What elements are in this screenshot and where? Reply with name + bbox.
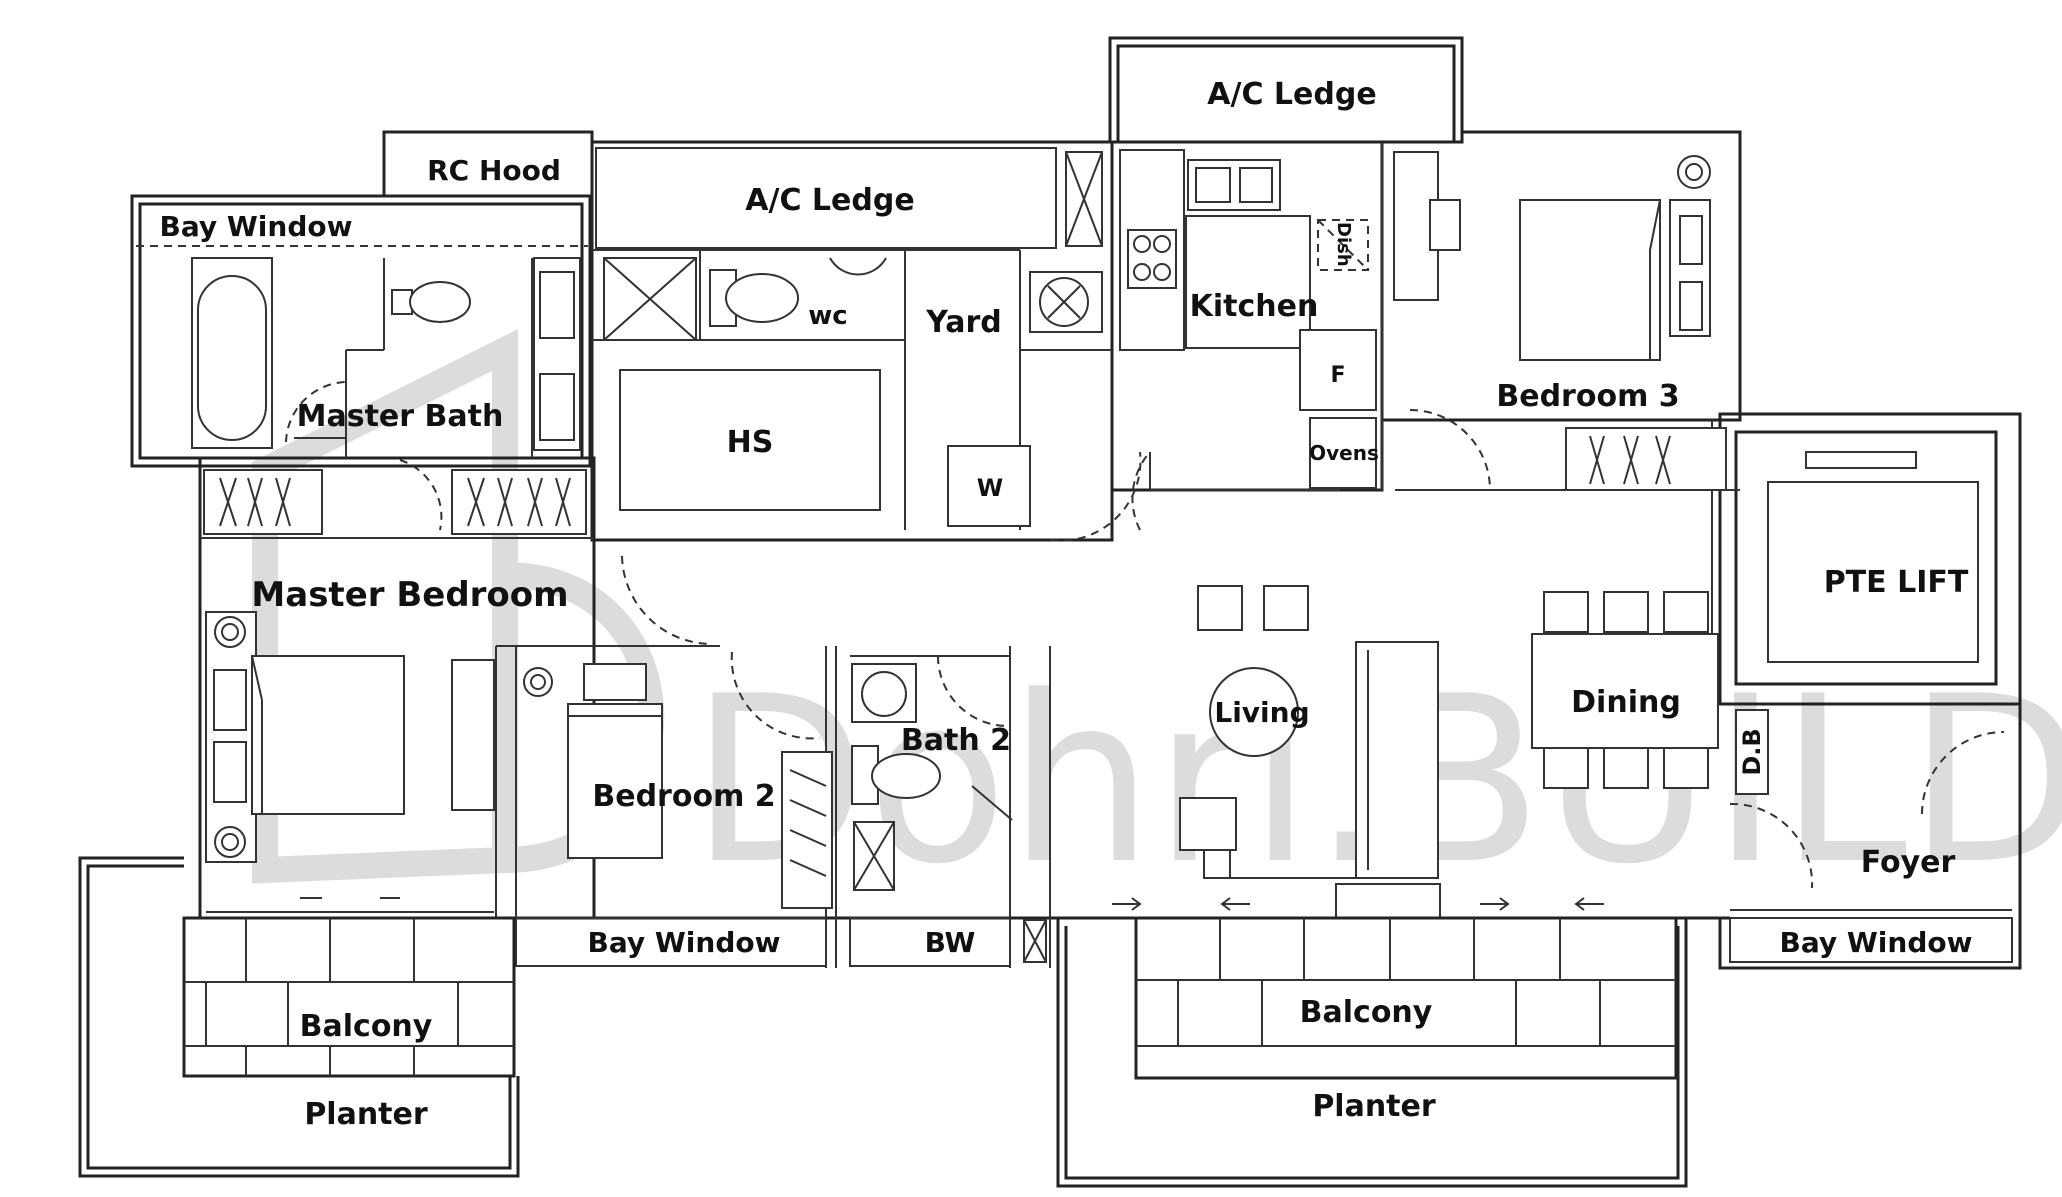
bed-icon	[251, 655, 405, 815]
wardrobe-icon	[203, 459, 587, 535]
table-icon	[1531, 633, 1719, 749]
bay-windows	[136, 147, 2013, 967]
stove-icon	[1127, 229, 1177, 289]
bedroom2-furniture	[515, 646, 833, 918]
bath2-fixtures	[851, 655, 1013, 891]
master-bath-fixtures	[191, 257, 581, 451]
label-foyer: Foyer	[1861, 845, 1956, 880]
label-pte-lift: PTE LIFT	[1824, 565, 1969, 600]
label-planter-left: Planter	[304, 1097, 428, 1132]
sink-icon	[539, 271, 575, 339]
label-balcony-right: Balcony	[1300, 995, 1433, 1030]
lift-door	[1805, 451, 1917, 469]
label-living: Living	[1214, 696, 1309, 729]
label-rc-hood: RC Hood	[427, 154, 561, 187]
label-bay-window-master: Bay Window	[160, 210, 353, 243]
lamp-icon	[1677, 155, 1711, 189]
lamp-icon	[214, 826, 246, 858]
planter-left	[78, 856, 520, 1178]
lift-car	[1767, 481, 1979, 663]
room-labels: A/C Ledge RC Hood A/C Ledge Bay Window M…	[160, 77, 1973, 1132]
label-db: D.B	[1738, 728, 1766, 775]
label-yard: Yard	[925, 305, 1001, 340]
service-fixtures	[603, 151, 1142, 542]
label-washer: W	[977, 474, 1003, 502]
sofa-icon	[1355, 641, 1439, 879]
label-balcony-left: Balcony	[300, 1009, 433, 1044]
table-icon	[1209, 667, 1299, 757]
wardrobe-icon	[1565, 427, 1727, 491]
label-wc: wc	[808, 301, 847, 331]
bathtub-icon	[191, 257, 273, 449]
bed-icon	[1519, 199, 1661, 361]
bedroom3-furniture	[1393, 151, 1727, 491]
label-dish: Dish	[1333, 222, 1354, 267]
toilet-icon	[709, 269, 799, 327]
label-dining: Dining	[1571, 685, 1681, 720]
lamp-icon	[523, 667, 553, 697]
balcony-right	[1134, 916, 1678, 1080]
sliding-door-arrow-icon	[1112, 897, 1604, 911]
sink-icon	[1187, 159, 1281, 211]
stool	[1197, 585, 1243, 631]
balcony-left	[182, 916, 516, 1078]
bed-icon	[567, 703, 663, 859]
lamp-icon	[214, 616, 246, 648]
living-furniture	[1179, 585, 1441, 919]
sink-icon	[539, 373, 575, 441]
dining-furniture	[1531, 591, 1769, 795]
label-kitchen: Kitchen	[1190, 289, 1319, 324]
label-bay-window-bed2: Bay Window	[588, 926, 781, 959]
label-fridge: F	[1330, 363, 1345, 388]
kitchen-fixtures	[1119, 149, 1377, 531]
fan-icon	[1029, 271, 1103, 333]
wardrobe-icon	[781, 751, 833, 909]
label-ovens: Ovens	[1309, 441, 1379, 465]
label-bedroom-3: Bedroom 3	[1496, 379, 1679, 414]
label-bath-2: Bath 2	[901, 723, 1011, 758]
doors	[621, 555, 2005, 889]
label-bedroom-2: Bedroom 2	[592, 779, 775, 814]
stool	[1263, 585, 1309, 631]
label-ac-ledge-top: A/C Ledge	[1207, 77, 1376, 112]
label-planter-right: Planter	[1312, 1089, 1436, 1124]
label-bw: BW	[925, 926, 976, 959]
label-hs: HS	[727, 425, 774, 460]
master-bedroom-furniture	[205, 611, 495, 913]
label-ac-ledge: A/C Ledge	[745, 183, 914, 218]
toilet-icon	[391, 281, 471, 323]
toilet-icon	[851, 745, 941, 805]
planter-right	[1056, 918, 1688, 1188]
label-bay-window-foyer: Bay Window	[1780, 926, 1973, 959]
label-master-bath: Master Bath	[297, 399, 504, 434]
label-master-bedroom: Master Bedroom	[251, 575, 568, 615]
